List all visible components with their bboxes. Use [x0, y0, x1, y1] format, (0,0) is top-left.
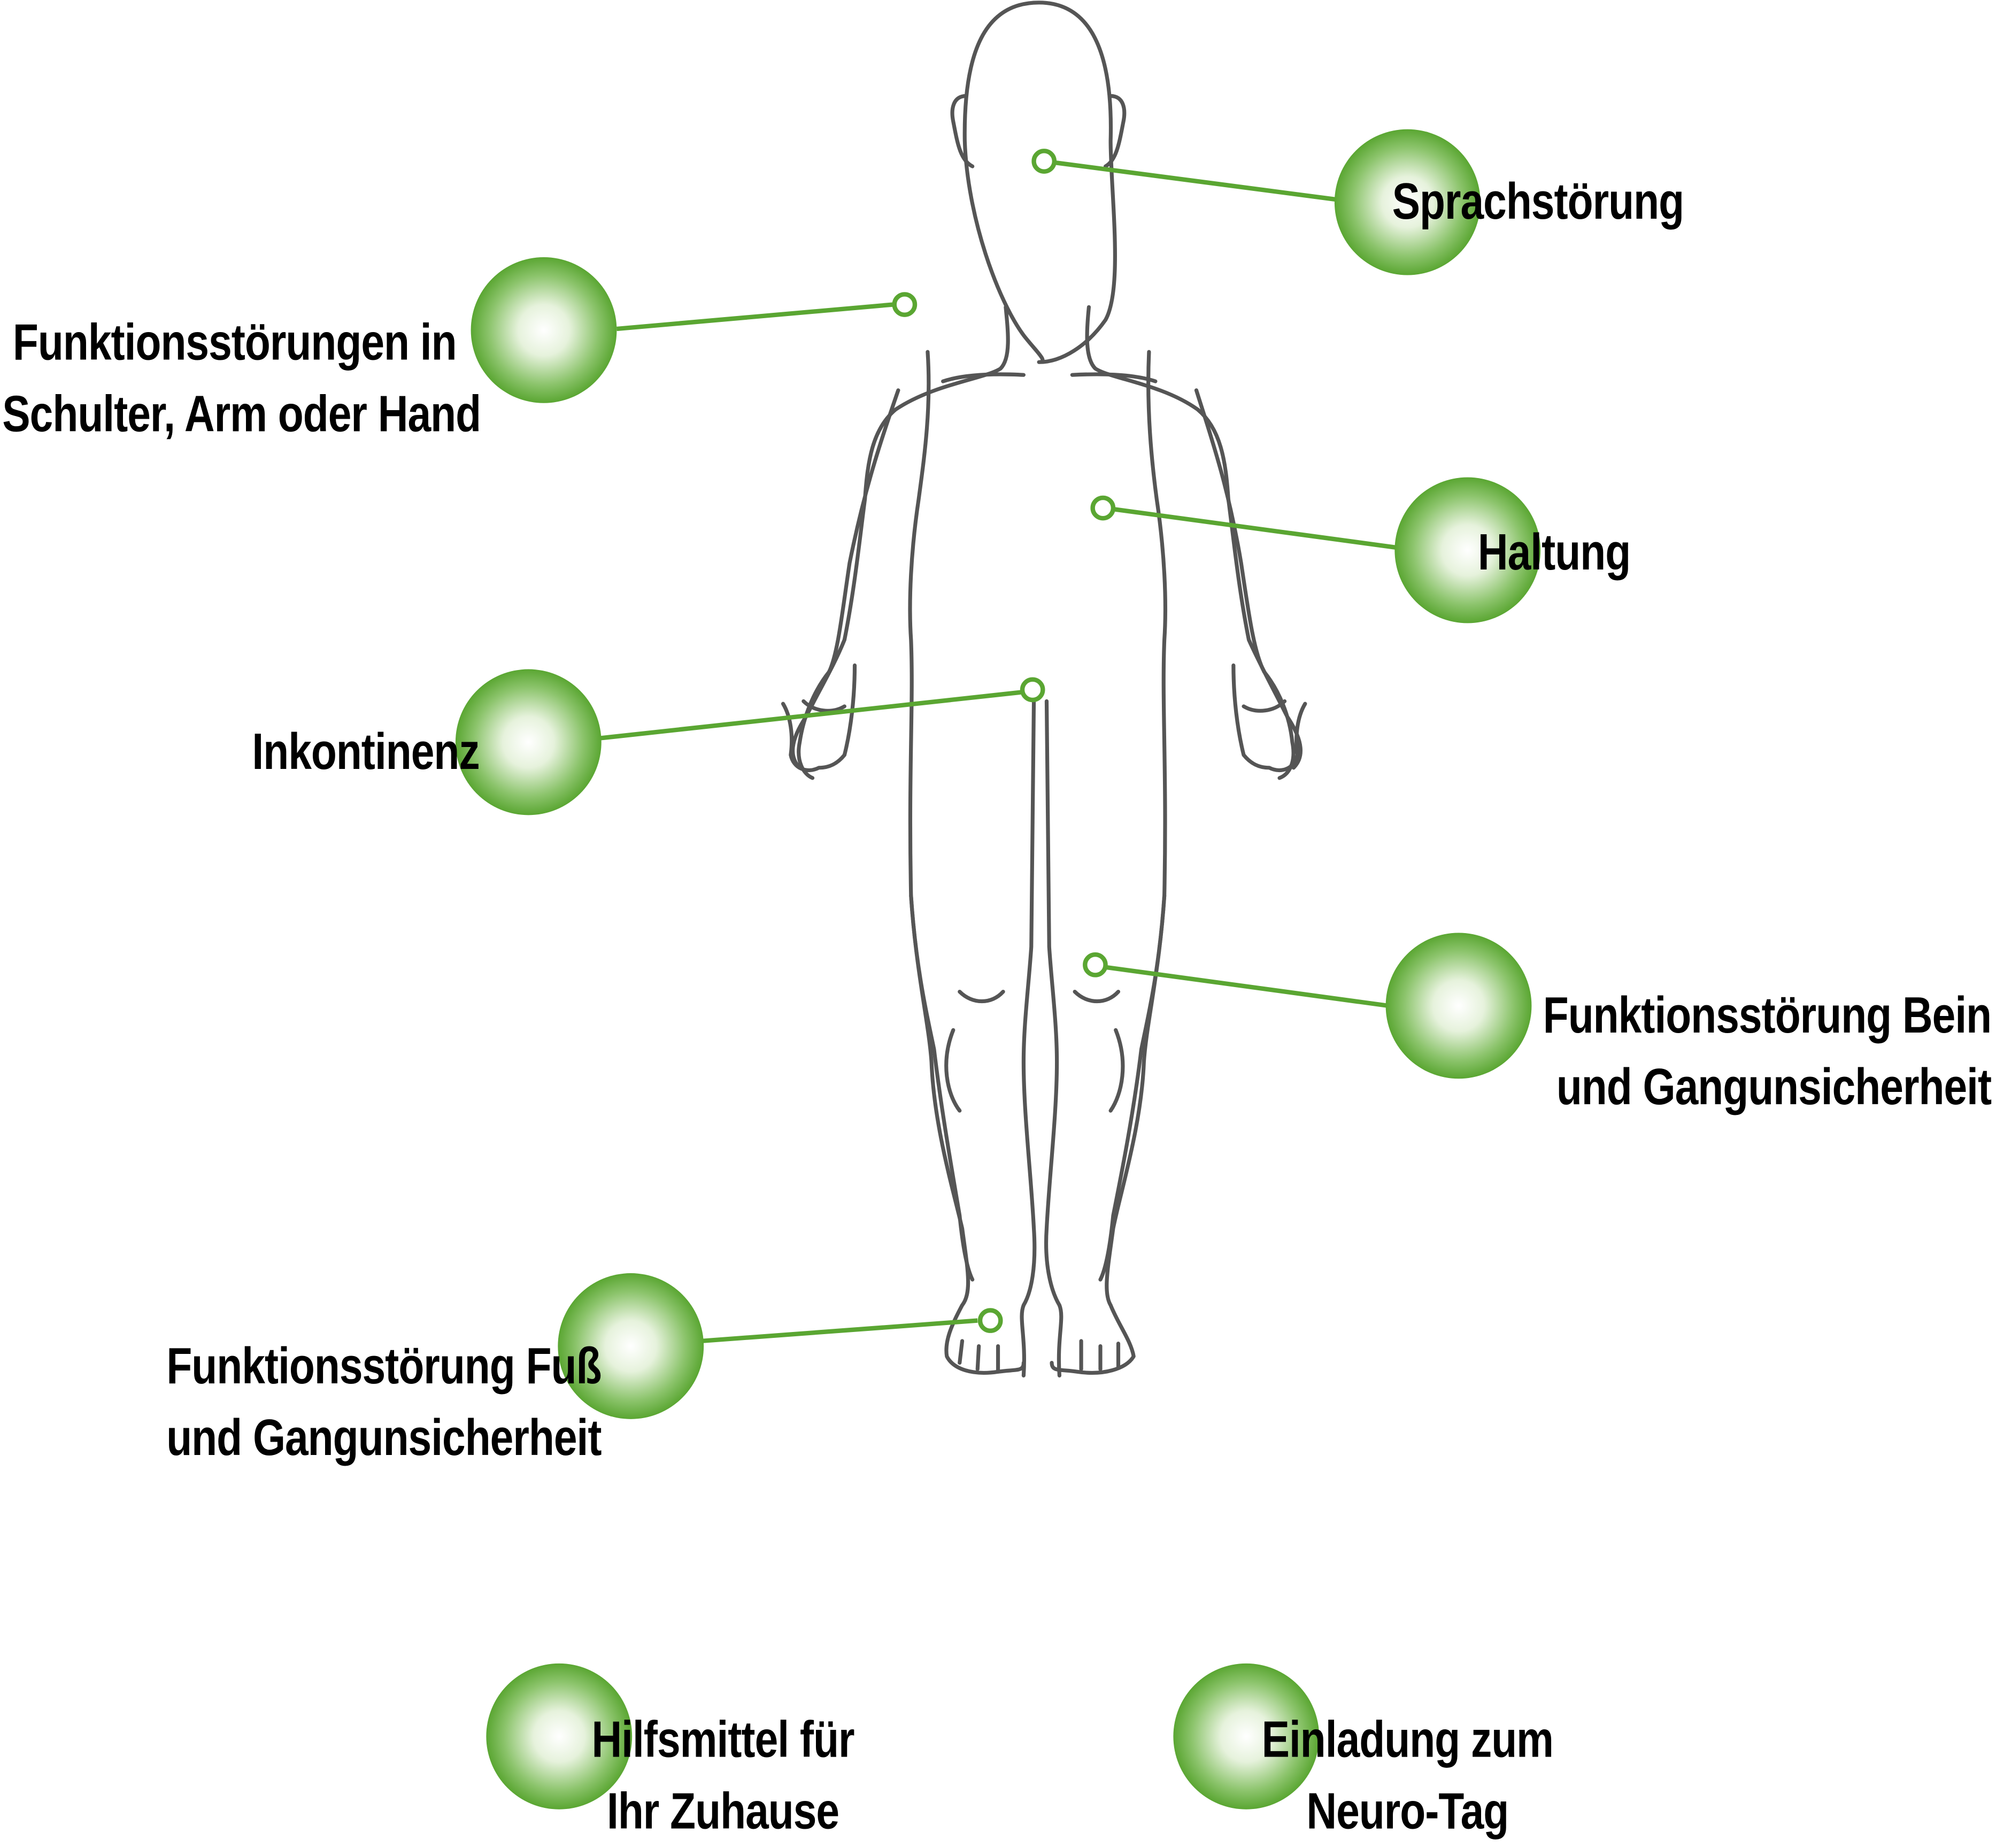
bubble-inkontinenz — [455, 669, 602, 815]
label-schulter-arm-hand[interactable]: Funktionsstörungen in Schulter, Arm oder… — [2, 314, 481, 443]
dot-mouth — [1031, 149, 1057, 174]
target-dots — [892, 149, 1116, 1333]
label-haltung[interactable]: Haltung — [1477, 525, 1631, 581]
label-neuro-tag[interactable]: Einladung zum Neuro-Tag — [1261, 1712, 1554, 1841]
bubble-fuss — [558, 1273, 704, 1419]
label-inkontinenz[interactable]: Inkontinenz — [252, 724, 480, 781]
label-sprachstoerung[interactable]: Sprachstörung — [1392, 174, 1684, 230]
dot-torso — [1090, 495, 1116, 521]
head-outline — [962, 1, 1117, 364]
label-hilfsmittel[interactable]: Hilfsmittel für Ihr Zuhause — [591, 1712, 854, 1841]
bubble-neurotag — [1173, 1663, 1320, 1810]
body-outline — [781, 1, 1307, 1378]
label-fuss-gangunsicherheit[interactable]: Funktionsstörung Fuß und Gangunsicherhei… — [166, 1338, 602, 1467]
label-bein-gangunsicherheit[interactable]: Funktionsstörung Bein und Gangunsicherhe… — [1543, 988, 1991, 1116]
bubble-haltung — [1394, 477, 1541, 623]
dot-knee — [1083, 952, 1108, 977]
green-bubbles — [455, 129, 1541, 1810]
bubble-bein — [1385, 933, 1532, 1079]
dot-shoulder — [892, 292, 918, 317]
dot-pelvis — [1020, 677, 1045, 703]
dot-foot — [977, 1308, 1003, 1333]
bubble-schulter — [471, 257, 617, 403]
bubble-hilfsmittel — [486, 1663, 633, 1810]
bubble-sprachstoerung — [1334, 129, 1481, 275]
connector-lines — [598, 160, 1398, 1344]
